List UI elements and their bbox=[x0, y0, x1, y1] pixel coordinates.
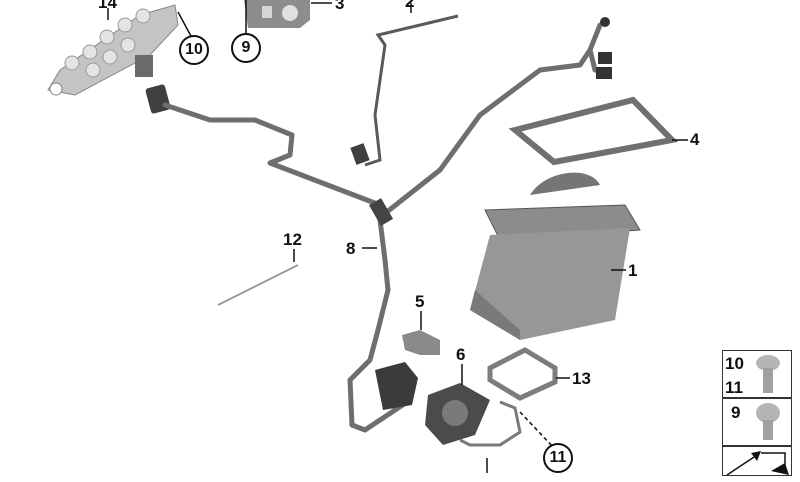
screw-icon bbox=[756, 403, 780, 440]
part-14-switch-panel[interactable] bbox=[47, 4, 179, 96]
part-4-frame[interactable] bbox=[508, 96, 679, 166]
callout-4[interactable]: 4 bbox=[690, 130, 700, 149]
part-3-switch[interactable] bbox=[244, 0, 310, 28]
callout-2[interactable]: 2 bbox=[405, 0, 415, 11]
part-13-fan-frame[interactable] bbox=[487, 347, 558, 401]
callout-9-circled[interactable]: 9 bbox=[231, 33, 261, 63]
callout-14[interactable]: 14 bbox=[98, 0, 117, 12]
navigation-arrow-icon bbox=[726, 451, 789, 476]
part-5-bracket[interactable] bbox=[402, 330, 440, 355]
legend-label-11: 11 bbox=[725, 378, 743, 397]
part-12-cable-tie[interactable] bbox=[217, 264, 299, 306]
legend-screw-10-11: 10 11 bbox=[722, 350, 792, 398]
callout-1[interactable]: 1 bbox=[628, 261, 638, 280]
screw-icon bbox=[756, 355, 780, 393]
callout-8[interactable]: 8 bbox=[346, 239, 356, 258]
callout-13[interactable]: 13 bbox=[572, 369, 591, 388]
part-7-bracket[interactable] bbox=[459, 400, 522, 447]
callout-6[interactable]: 6 bbox=[456, 345, 466, 364]
part-8-wiring-harness[interactable] bbox=[162, 22, 611, 433]
part-1-housing[interactable] bbox=[470, 172, 641, 340]
callout-10-circled[interactable]: 10 bbox=[179, 35, 209, 65]
legend-nav[interactable] bbox=[722, 446, 792, 476]
callout-3[interactable]: 3 bbox=[335, 0, 345, 13]
legend-screw-9: 9 bbox=[722, 398, 792, 446]
callout-12[interactable]: 12 bbox=[283, 230, 302, 249]
part-2-cable[interactable] bbox=[364, 14, 459, 167]
callout-5[interactable]: 5 bbox=[415, 292, 425, 311]
legend-label-10: 10 bbox=[725, 354, 744, 373]
callout-11-circled[interactable]: 11 bbox=[543, 443, 573, 473]
legend-label-9: 9 bbox=[731, 403, 741, 422]
part-6-fan[interactable] bbox=[425, 383, 490, 445]
